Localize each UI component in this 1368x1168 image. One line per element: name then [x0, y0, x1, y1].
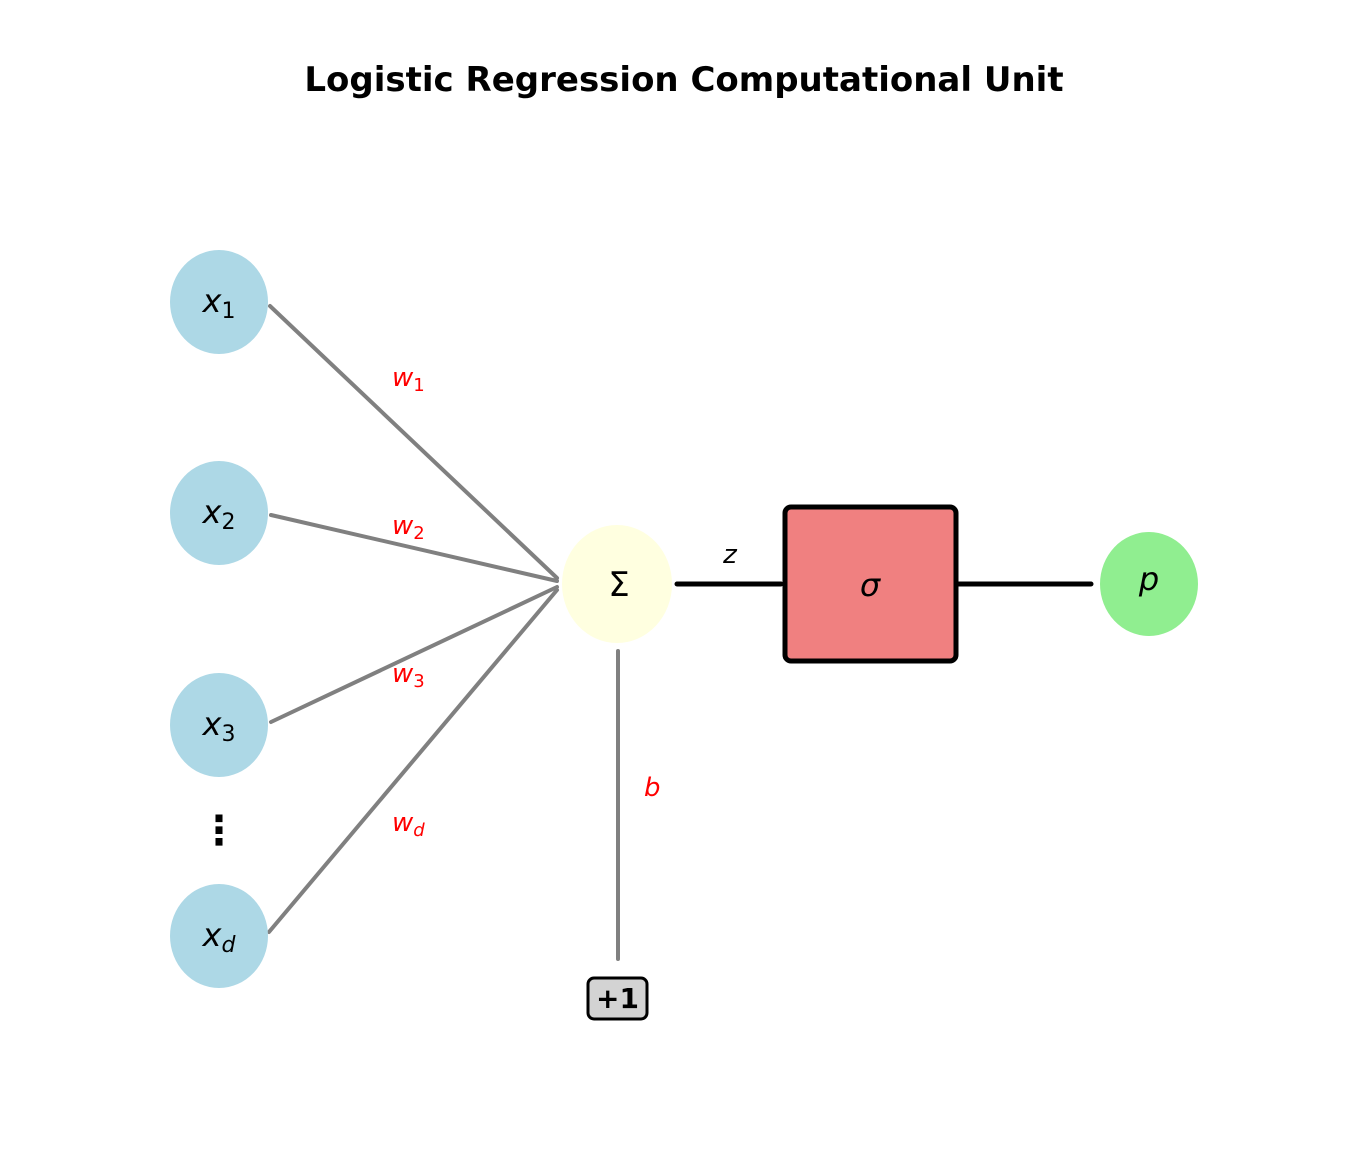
input-subscript: 2	[221, 510, 235, 535]
diagram-title: Logistic Regression Computational Unit	[304, 60, 1063, 100]
sigmoid-box: σ	[782, 504, 959, 664]
svg-text:x2: x2	[202, 493, 236, 535]
sum-node: Σ	[562, 525, 672, 643]
input-subscript: 1	[221, 299, 235, 324]
input-label: x	[202, 282, 223, 320]
weight-label-wd: wd	[392, 808, 425, 841]
input-label: x	[202, 916, 223, 954]
weight-label-w1: w1	[392, 363, 425, 396]
output-node: p	[1100, 532, 1198, 636]
edge-x1-sum	[268, 304, 559, 580]
edge-x2-sum	[269, 513, 559, 583]
bias-input-text: +1	[596, 982, 639, 1015]
ellipsis-dots: ⋮	[199, 808, 239, 854]
edge-xd-sum	[267, 588, 559, 934]
input-label: x	[202, 493, 223, 531]
weight-label-w3: w3	[392, 659, 425, 692]
sigma-sum-symbol: Σ	[608, 565, 629, 605]
input-subscript: d	[221, 933, 236, 958]
svg-text:xd: xd	[202, 916, 237, 958]
input-node-x2: x2	[170, 461, 268, 565]
svg-text:x3: x3	[202, 705, 236, 747]
input-node-xd: xd	[170, 884, 268, 988]
svg-text:x1: x1	[202, 282, 236, 324]
input-label: x	[202, 705, 223, 743]
bias-label: b	[644, 773, 661, 803]
input-node-x1: x1	[170, 250, 268, 354]
output-symbol: p	[1138, 560, 1159, 598]
edge-x3-sum	[269, 585, 559, 724]
weight-label-w2: w2	[392, 511, 425, 544]
bias-input-box: +1	[586, 976, 649, 1021]
input-node-x3: x3	[170, 673, 268, 777]
input-subscript: 3	[221, 722, 235, 747]
z-label: z	[722, 540, 738, 570]
input-edges	[267, 304, 559, 934]
sigmoid-symbol: σ	[860, 566, 882, 604]
